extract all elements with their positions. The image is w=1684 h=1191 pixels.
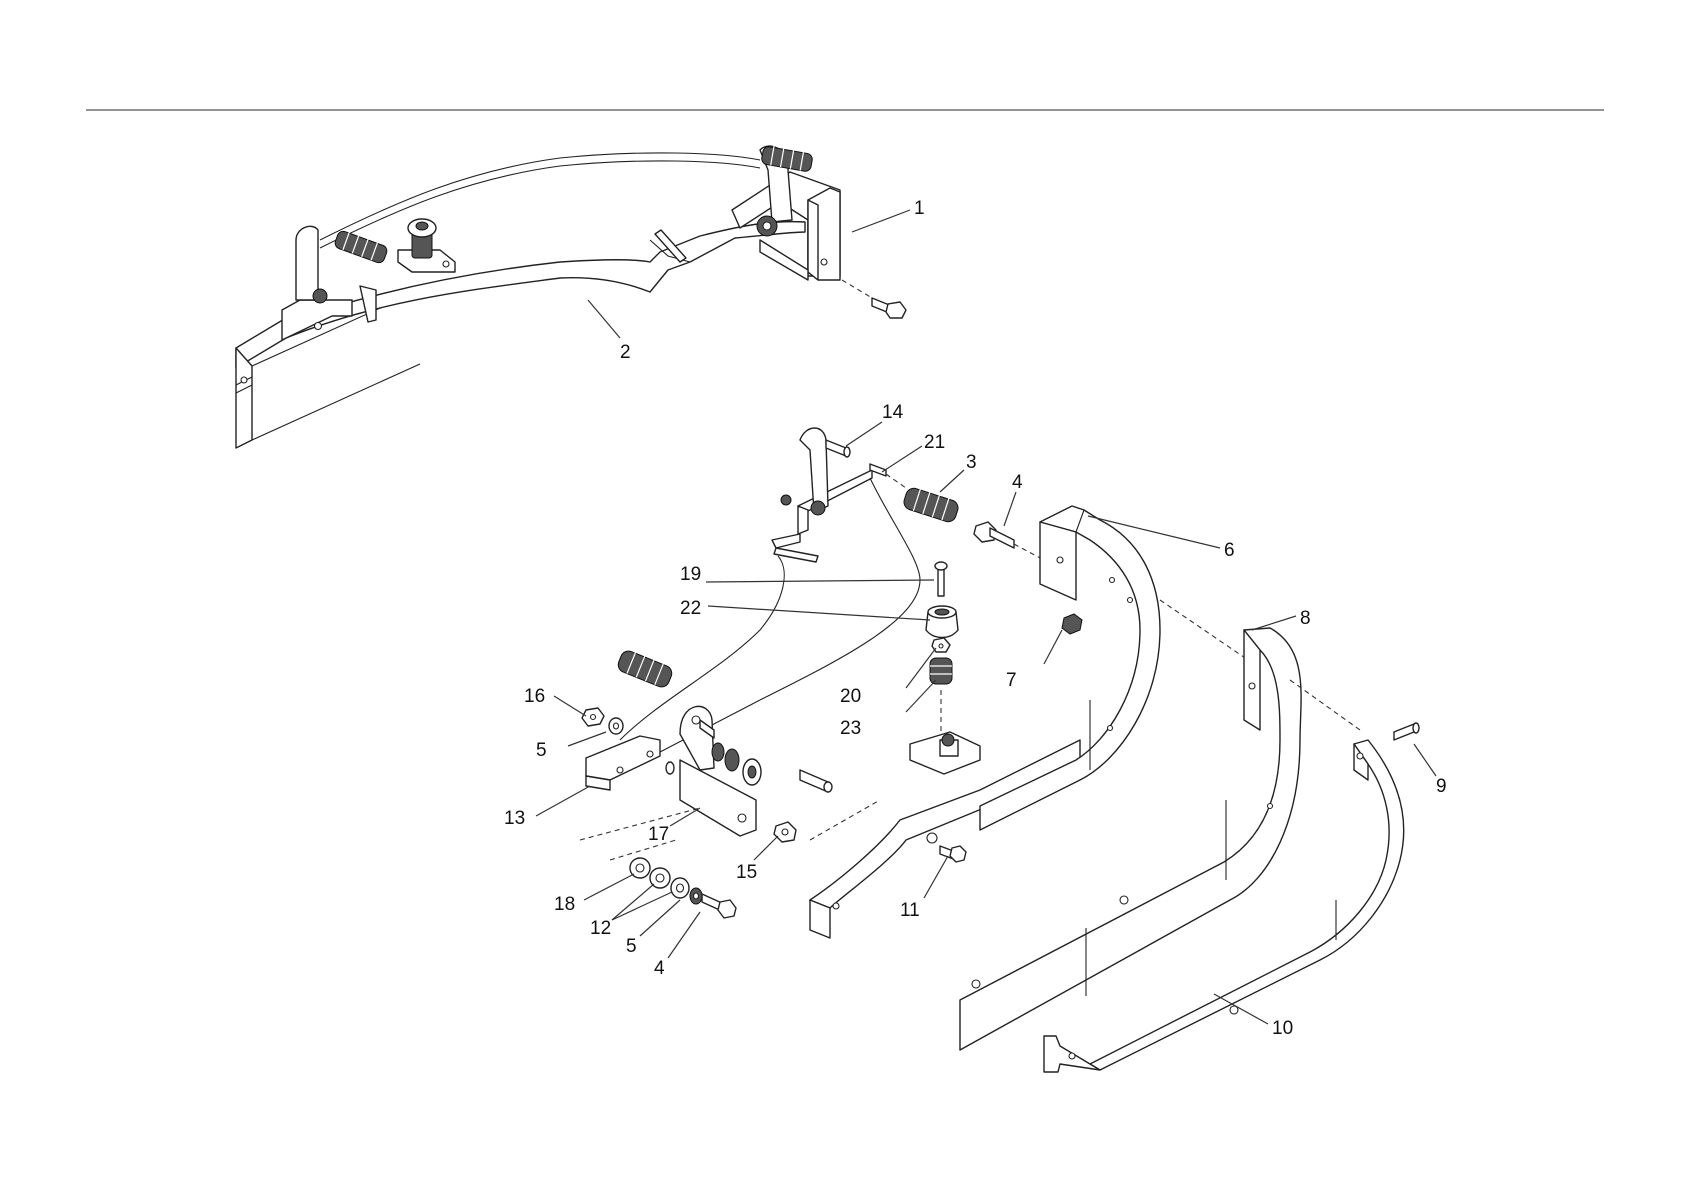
callout-10: 10 (1272, 1018, 1293, 1039)
frame-assembly-top (236, 146, 906, 448)
spring-3 (902, 486, 960, 524)
callout-19: 19 (680, 564, 701, 585)
callout-21: 21 (924, 432, 945, 453)
callout-13: 13 (504, 808, 525, 829)
callout-6: 6 (1224, 540, 1235, 561)
callout-18: 18 (554, 894, 575, 915)
callout-8: 8 (1300, 608, 1311, 629)
cap-22 (926, 606, 958, 638)
spring-left-middle (616, 649, 674, 690)
callout-4: 4 (1012, 472, 1023, 493)
callout-labels: 1 2 3 4 6 8 7 9 10 11 12 13 14 15 16 17 … (504, 198, 1447, 1039)
callout-5-upper: 5 (536, 740, 547, 761)
nut-15 (774, 822, 796, 842)
callout-1: 1 (914, 198, 925, 219)
callout-17: 17 (648, 824, 669, 845)
callout-14: 14 (882, 402, 904, 423)
callout-12: 12 (590, 918, 611, 939)
callout-20: 20 (840, 686, 861, 707)
bolt-lower (702, 894, 736, 918)
callout-4-lower: 4 (654, 958, 665, 979)
frame-assembly-middle (580, 428, 1080, 938)
bolt-19 (935, 562, 947, 596)
callout-3: 3 (966, 452, 977, 473)
callout-15: 15 (736, 862, 757, 883)
washer-5-upper (609, 718, 623, 734)
washer-stack-lower (630, 858, 702, 904)
callout-7: 7 (1006, 670, 1017, 691)
bolt-4-upper (974, 522, 1014, 548)
spring-left-top (333, 230, 388, 265)
bolt-11 (940, 846, 966, 862)
nut-16 (582, 708, 604, 726)
callout-16: 16 (524, 686, 545, 707)
part-8-curved-strip (960, 628, 1360, 1050)
callout-5-lower: 5 (626, 936, 637, 957)
bolt-top (872, 298, 906, 318)
callout-23: 23 (840, 718, 861, 739)
callout-22: 22 (680, 598, 701, 619)
callout-2: 2 (620, 342, 631, 363)
callout-9: 9 (1436, 776, 1447, 797)
callout-11: 11 (900, 900, 920, 921)
spring-23 (930, 658, 952, 684)
